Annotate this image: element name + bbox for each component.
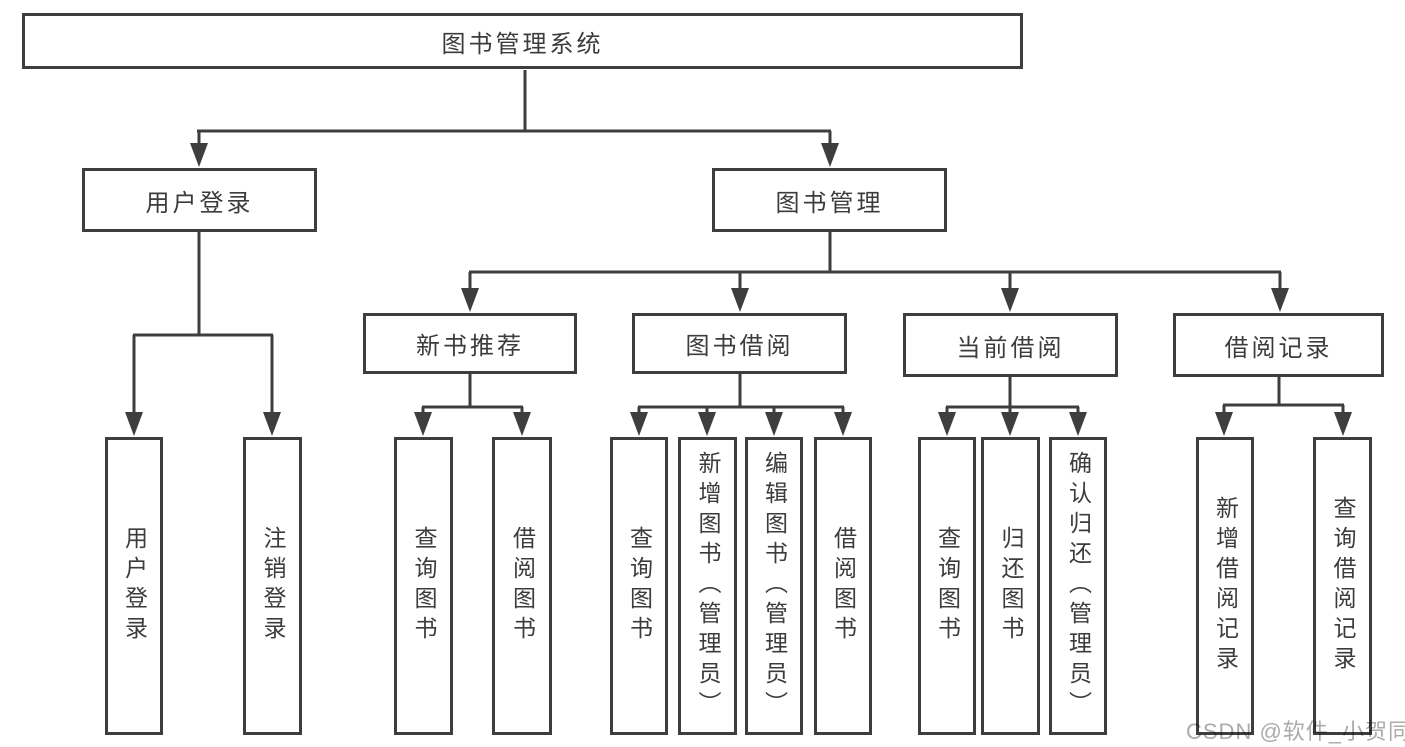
leaf-add-borrow-record: 新增借阅记录 [1196,437,1254,735]
leaf-user-login: 用户登录 [105,437,163,735]
leaf-borrow-books: 借阅图书 [814,437,872,735]
node-user-login: 用户登录 [82,168,317,232]
leaf-query-books-borrowing: 查询图书 [610,437,668,735]
leaf-label: 归还图书 [998,526,1024,646]
leaf-confirm-return-admin: 确认归还（管理员） [1049,437,1107,735]
node-label: 图书借阅 [685,333,794,360]
leaf-query-books-recommend: 查询图书 [394,437,453,735]
node-book-borrowing: 图书借阅 [632,313,847,374]
leaf-return-books: 归还图书 [981,437,1040,735]
leaf-label: 确认归还（管理员） [1065,451,1092,721]
node-label: 新书推荐 [416,333,524,360]
leaf-label: 借阅图书 [509,526,536,646]
node-borrow-records: 借阅记录 [1173,313,1384,377]
node-root-library-system: 图书管理系统 [22,13,1023,69]
node-current-borrowing: 当前借阅 [903,313,1118,377]
node-label: 当前借阅 [956,334,1065,362]
leaf-label: 注销登录 [260,526,286,646]
csdn-watermark: CSDN @软件_小贺同学 [1186,719,1405,744]
leaf-label: 借阅图书 [830,526,857,646]
node-label: 图书管理系统 [441,30,604,58]
node-label: 图书管理 [775,189,884,217]
leaf-borrow-books-recommend: 借阅图书 [492,437,552,735]
node-label: 用户登录 [145,189,254,217]
leaf-add-books-admin: 新增图书（管理员） [678,437,737,735]
node-new-book-recommend: 新书推荐 [363,313,577,374]
node-label: 借阅记录 [1224,334,1333,362]
leaf-query-borrow-record: 查询借阅记录 [1313,437,1372,735]
leaf-label: 查询图书 [411,526,437,646]
leaf-label: 查询借阅记录 [1330,496,1356,676]
leaf-logout: 注销登录 [243,437,302,735]
leaf-query-books-current: 查询图书 [918,437,976,735]
leaf-label: 新增图书（管理员） [695,451,721,721]
leaf-label: 用户登录 [121,526,148,646]
leaf-label: 编辑图书（管理员） [761,451,788,721]
leaf-label: 查询图书 [626,526,653,646]
leaf-edit-books-admin: 编辑图书（管理员） [745,437,803,735]
leaf-label: 新增借阅记录 [1212,496,1239,676]
leaf-label: 查询图书 [934,526,961,646]
node-book-management: 图书管理 [712,168,947,232]
